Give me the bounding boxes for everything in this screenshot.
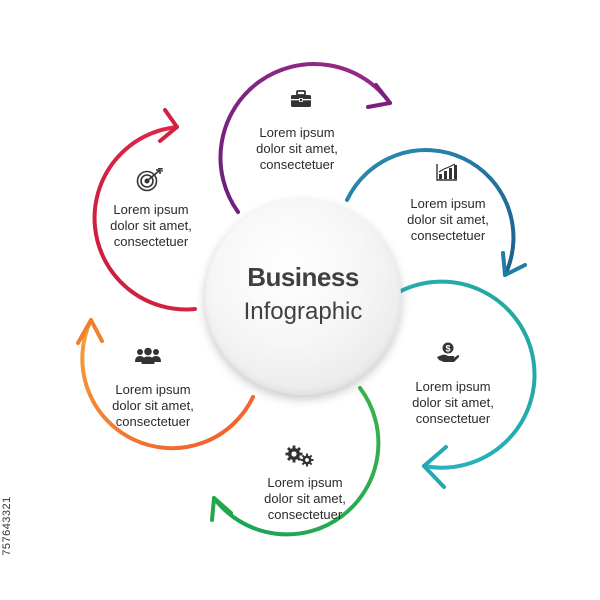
step-text-line: Lorem ipsum [410,196,486,211]
center-circle [205,199,401,395]
step-text-line: Lorem ipsum [115,382,191,397]
svg-text:$: $ [445,344,450,354]
step-text-line: dolor sit amet, [412,395,494,410]
arrow-head-icon [422,445,448,489]
step-1-text: Lorem ipsum dolor sit amet, consectetuer [232,125,362,173]
step-text-line: dolor sit amet, [110,218,192,233]
arrow-head-icon [366,83,392,109]
cycle-arc-5 [80,318,255,451]
step-text-line: dolor sit amet, [407,212,489,227]
stock-code: 757643321 [0,462,14,592]
step-text-line: consectetuer [415,411,491,426]
arrow-head-icon [501,251,527,277]
money-hand-icon: $ [437,342,460,362]
diagram-title: Business [247,262,359,292]
arrow-head-icon [158,108,179,143]
step-text-line: consectetuer [267,507,343,522]
step-text-line: consectetuer [113,234,189,249]
step-text-line: Lorem ipsum [415,379,491,394]
step-text-line: Lorem ipsum [259,125,335,140]
step-text-line: consectetuer [259,157,335,172]
cycle-arc-6 [92,125,197,312]
step-text-line: consectetuer [115,414,191,429]
arrow-head-icon [76,318,104,345]
stock-code-text: 757643321 [1,496,13,556]
step-5-text: Lorem ipsum dolor sit amet, consectetuer [88,382,218,430]
diagram-subtitle: Infographic [243,298,363,325]
step-2-text: Lorem ipsum dolor sit amet, consectetuer [383,196,513,244]
arrow-head-icon [210,496,233,522]
gears-icon [285,445,314,467]
cycle-arc-3 [395,279,537,470]
step-3-text: Lorem ipsum dolor sit amet, consectetuer [388,379,518,427]
target-icon [136,168,163,192]
step-6-text: Lorem ipsum dolor sit amet, consectetuer [86,202,216,250]
step-4-text: Lorem ipsum dolor sit amet, consectetuer [240,475,370,523]
step-text-line: dolor sit amet, [264,491,346,506]
cycle-arc-2 [345,148,516,277]
step-text-line: dolor sit amet, [112,398,194,413]
step-text-line: dolor sit amet, [256,141,338,156]
cycle-arc-1 [218,61,392,214]
briefcase-icon [291,90,311,107]
step-text-line: Lorem ipsum [113,202,189,217]
cycle-arc-4 [212,386,381,537]
team-icon [135,347,161,364]
step-text-line: consectetuer [410,228,486,243]
bar-chart-icon [436,163,457,181]
step-text-line: Lorem ipsum [267,475,343,490]
